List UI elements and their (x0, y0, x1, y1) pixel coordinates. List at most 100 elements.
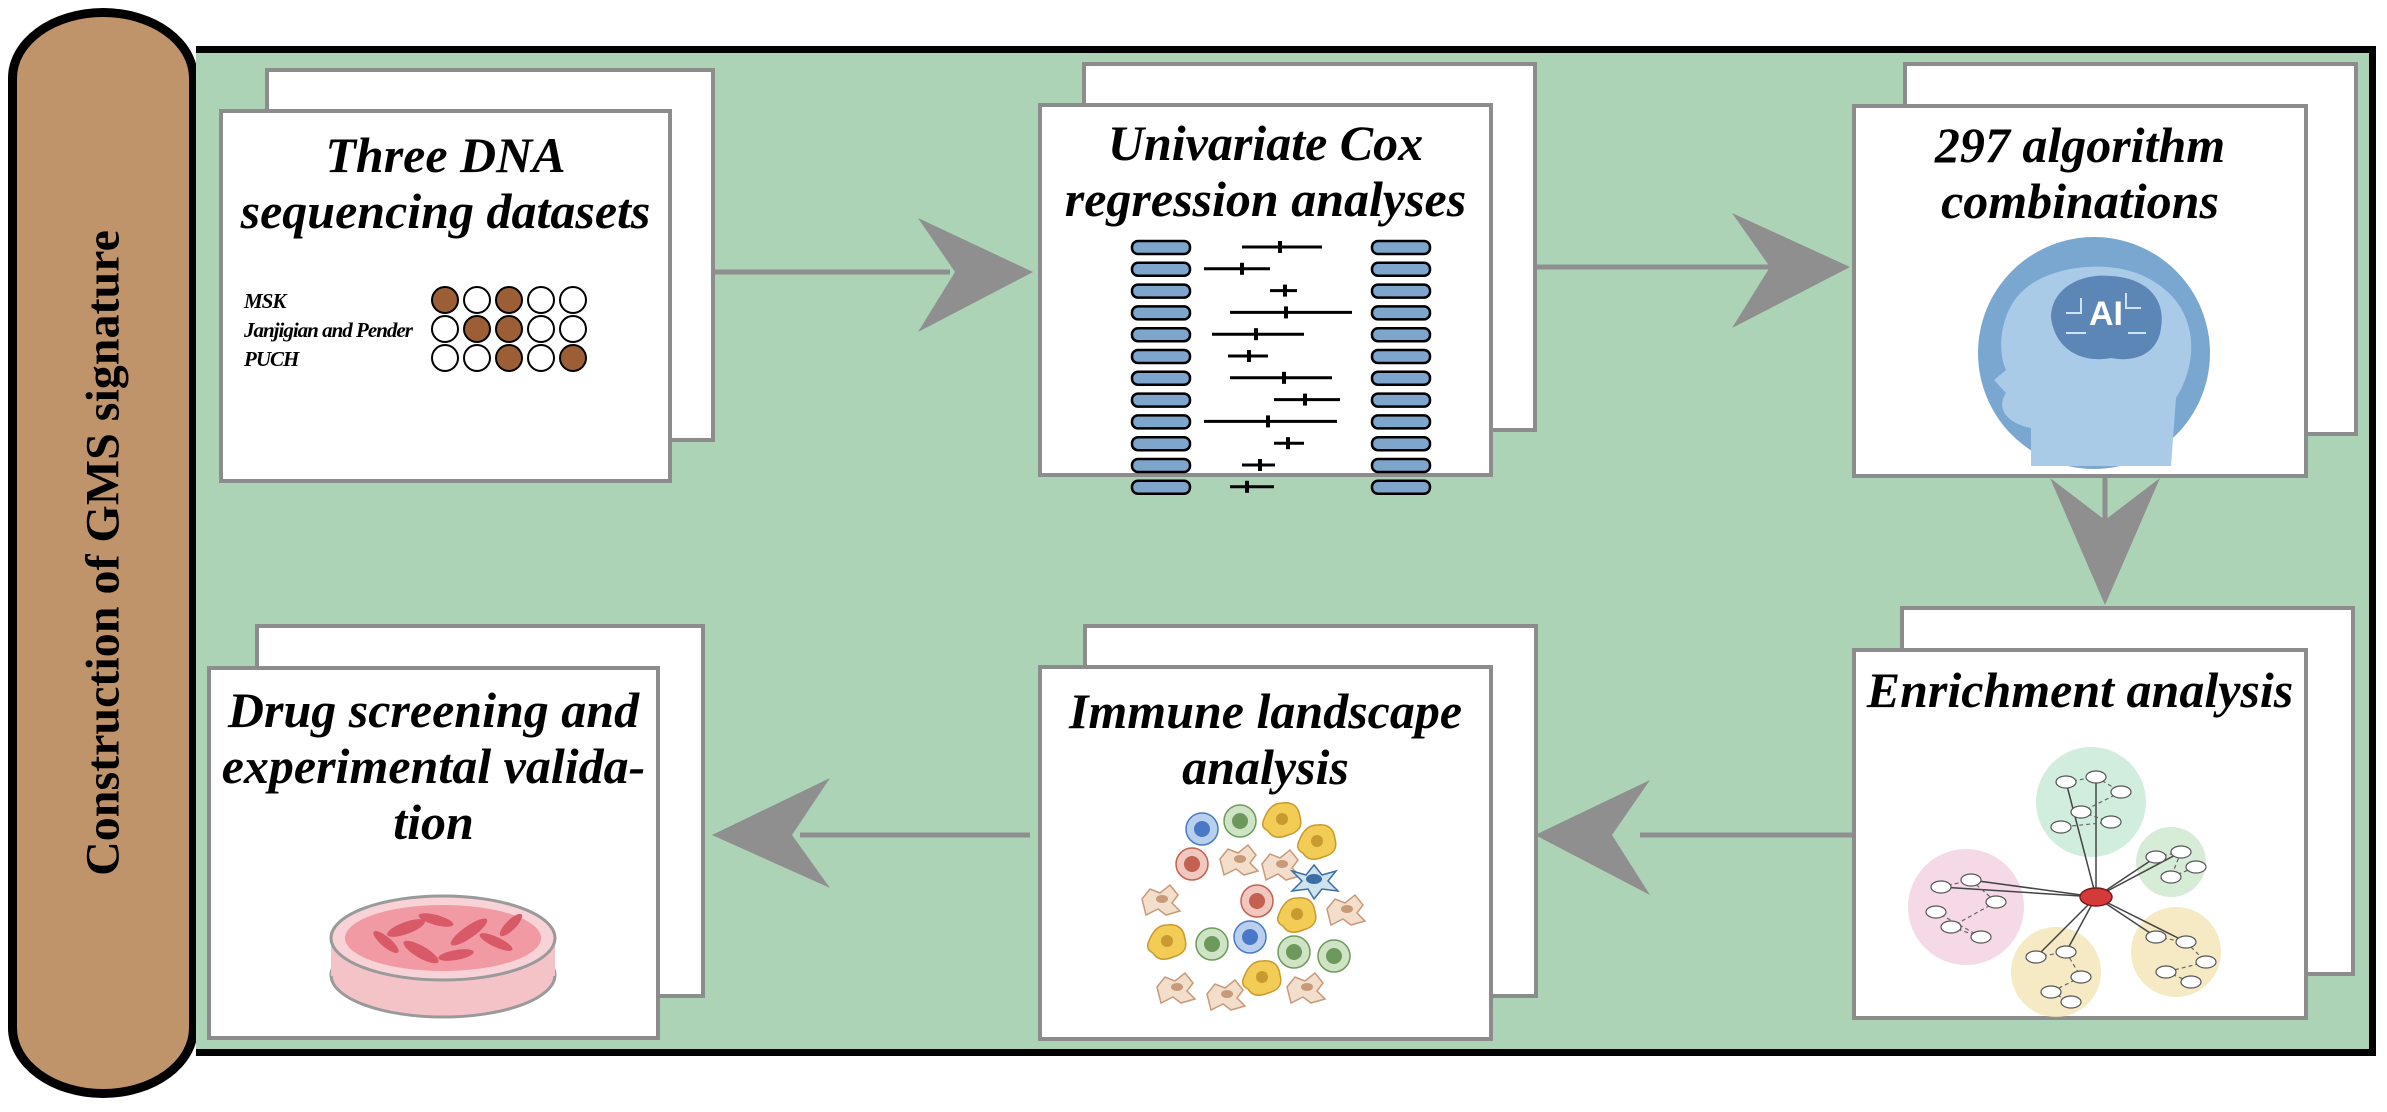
forest-left-box (1130, 392, 1192, 408)
network-edge (1970, 879, 1997, 903)
dataset-dot (495, 344, 523, 372)
arrow-2-head (1732, 213, 1850, 328)
arrow-5-head (712, 778, 830, 888)
dataset-dot (463, 286, 491, 314)
network-node (2055, 945, 2077, 959)
forest-left-box (1130, 261, 1192, 278)
network-edge (1940, 886, 2097, 898)
dataset-dot (495, 315, 523, 343)
network-edge (2035, 951, 2067, 958)
forest-plot-icon (1130, 239, 1432, 496)
dataset-dot (431, 344, 459, 372)
network-icon (1908, 747, 2221, 1017)
forest-right-box (1370, 305, 1432, 321)
arrow-4-head (1535, 780, 1650, 895)
network-node (2060, 995, 2082, 1009)
ai-brain (2051, 275, 2162, 360)
dataset-dot (463, 344, 491, 372)
network-node (2085, 770, 2107, 784)
network-node (1970, 930, 1992, 944)
network-node (2185, 860, 2207, 874)
forest-left-box (1130, 239, 1192, 256)
network-node (2110, 785, 2132, 799)
network-edge (2080, 811, 2112, 823)
dataset-label-puch: PUCH (244, 347, 299, 371)
immune-cell-nucleus (1286, 944, 1302, 960)
network-node (2070, 805, 2092, 819)
ai-label: AI (2089, 295, 2123, 333)
dataset-dot (431, 315, 459, 343)
network-edge (2065, 776, 2097, 783)
immune-cell-nucleus (1221, 990, 1233, 998)
dataset-label-msk: MSK (244, 289, 286, 313)
immune-cell-nucleus (1256, 971, 1268, 983)
network-edge (2155, 936, 2187, 943)
network-node (2070, 970, 2092, 984)
step-6-card: Drug screening and experimental valida- … (207, 666, 660, 1040)
network-edge (1950, 926, 1982, 938)
step-3-card: 297 algorithm combinations AI (1852, 104, 2308, 478)
ai-head-icon: AI (1978, 237, 2210, 469)
immune-cell-nucleus (1276, 860, 1288, 868)
forest-right-box (1370, 392, 1432, 408)
step-3-title: 297 algorithm combinations (1934, 117, 2226, 229)
forest-right-box (1370, 479, 1432, 496)
forest-left-box (1130, 348, 1192, 365)
immune-cell-nucleus (1171, 983, 1183, 991)
immune-cell-nucleus (1301, 983, 1313, 991)
immune-cell-nucleus (1306, 874, 1322, 884)
forest-right-box (1370, 326, 1432, 343)
network-edge (1970, 879, 2097, 898)
arrow-3-head (2050, 478, 2160, 605)
network-node (1930, 880, 1952, 894)
network-node (2025, 950, 2047, 964)
immune-cell-nucleus (1204, 936, 1220, 952)
dataset-dot (527, 344, 555, 372)
forest-left-box (1130, 435, 1192, 452)
network-node (2175, 935, 2197, 949)
dataset-label-janjigian: Janjigian and Pender (244, 318, 413, 342)
dataset-dot (559, 344, 587, 372)
forest-estimate (1266, 415, 1270, 428)
forest-estimate (1258, 459, 1262, 471)
network-node (2050, 820, 2072, 834)
forest-estimate (1303, 393, 1307, 406)
forest-right-box (1370, 414, 1432, 430)
network-edge (1940, 879, 1972, 888)
network-cluster (2136, 827, 2206, 897)
immune-cell-nucleus (1249, 893, 1265, 909)
forest-estimate (1245, 480, 1249, 493)
network-edge (2095, 851, 2182, 898)
immune-cell-nucleus (1291, 908, 1303, 920)
forest-right-box (1370, 239, 1432, 256)
step-5-title: Immune landscape analysis (1068, 683, 1463, 795)
step-2-title: Univariate Cox regression analyses (1064, 115, 1467, 227)
network-cluster (2011, 927, 2101, 1017)
dataset-dot (431, 286, 459, 314)
forest-estimate (1254, 328, 1258, 341)
network-node (2155, 965, 2177, 979)
dataset-dot (495, 286, 523, 314)
network-node (2160, 870, 2182, 884)
forest-estimate (1278, 241, 1282, 253)
dataset-dot (527, 315, 555, 343)
step-6-title: Drug screening and experimental valida- … (221, 682, 646, 850)
forest-left-box (1130, 370, 1192, 387)
forest-estimate (1240, 262, 1244, 275)
network-node (2100, 815, 2122, 829)
forest-right-box (1370, 283, 1432, 299)
network-node (2040, 985, 2062, 999)
immune-cell-nucleus (1234, 855, 1246, 863)
side-tab (8, 8, 198, 1098)
network-cluster (2131, 907, 2221, 997)
forest-estimate (1283, 284, 1287, 297)
network-node (2145, 850, 2167, 864)
network-cluster (1908, 849, 2024, 965)
network-node (2170, 845, 2192, 859)
step-4-card: Enrichment analysis (1852, 648, 2308, 1020)
step-2-card: Univariate Cox regression analyses (1038, 103, 1493, 496)
network-hub (2079, 887, 2113, 907)
forest-estimate (1286, 437, 1290, 450)
network-node (2195, 955, 2217, 969)
step-4-title: Enrichment analysis (1866, 662, 2294, 718)
